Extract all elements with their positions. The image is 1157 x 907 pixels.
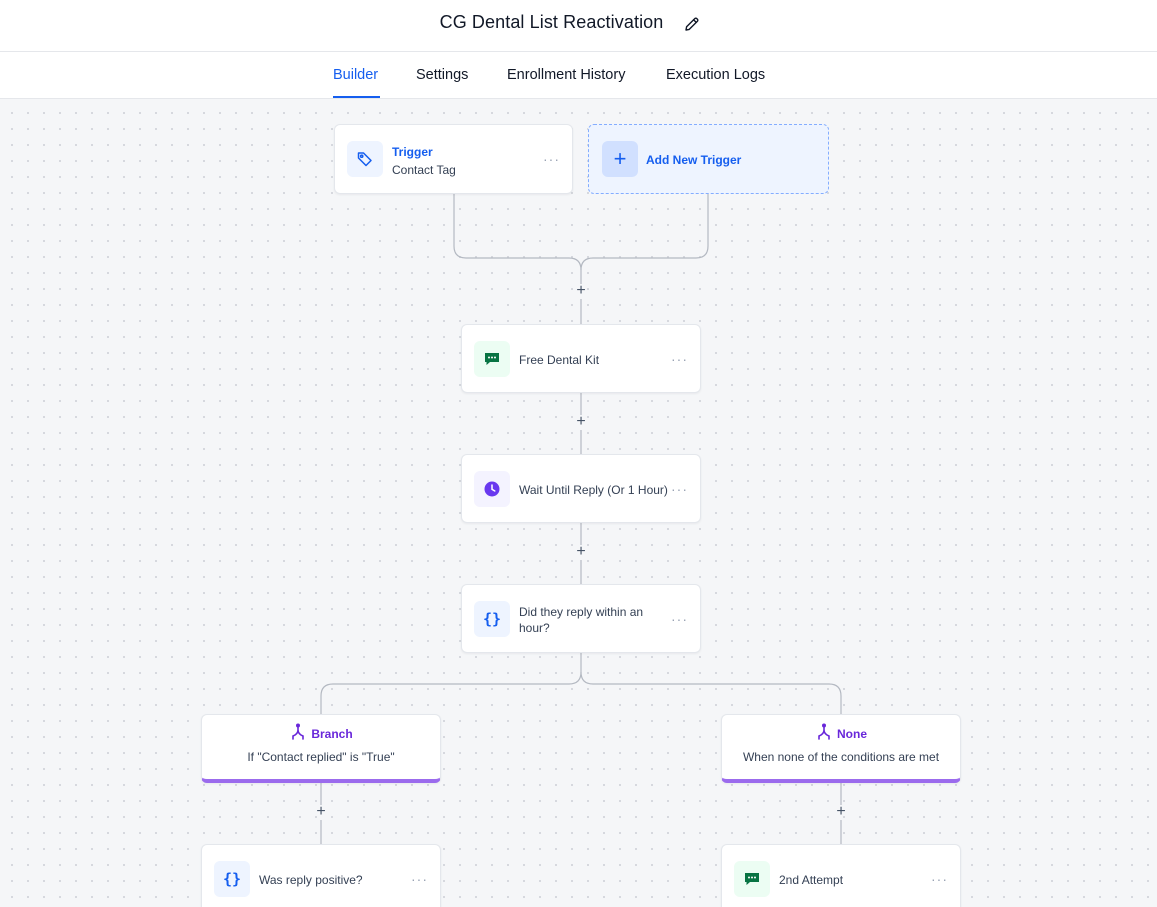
curly-braces-icon: {}: [214, 861, 250, 897]
action-node-wait-until-reply[interactable]: Wait Until Reply (Or 1 Hour) ···: [461, 454, 701, 523]
add-step-plus-button[interactable]: +: [576, 413, 586, 430]
tab-settings[interactable]: Settings: [416, 67, 469, 83]
action-label: Wait Until Reply (Or 1 Hour): [519, 483, 668, 497]
branch-fork-icon: [815, 722, 833, 746]
add-new-trigger-label: Add New Trigger: [646, 153, 742, 167]
sms-message-icon: [734, 861, 770, 897]
branch-title: Branch: [311, 727, 353, 741]
tab-bar: Builder Settings Enrollment History Exec…: [0, 52, 1157, 99]
trigger-subtitle: Contact Tag: [392, 163, 456, 177]
add-step-plus-button[interactable]: +: [836, 803, 846, 820]
branch-fork-icon: [289, 722, 307, 746]
tab-enrollment-history[interactable]: Enrollment History: [507, 67, 626, 83]
action-label: Free Dental Kit: [519, 353, 600, 367]
clock-icon: [474, 471, 510, 507]
more-options-icon[interactable]: ···: [931, 870, 948, 887]
action-node-free-dental-kit[interactable]: Free Dental Kit ···: [461, 324, 701, 393]
action-node-2nd-attempt[interactable]: 2nd Attempt ···: [721, 844, 961, 907]
action-label: Was reply positive?: [259, 873, 363, 887]
add-step-plus-button[interactable]: +: [576, 282, 586, 299]
condition-node-did-they-reply[interactable]: {} Did they reply within an hour? ···: [461, 584, 701, 653]
workflow-header: CG Dental List Reactivation: [0, 0, 1157, 52]
branch-title: None: [837, 727, 867, 741]
branch-condition: If "Contact replied" is "True": [247, 750, 395, 764]
workflow-title: CG Dental List Reactivation: [439, 12, 664, 32]
more-options-icon[interactable]: ···: [671, 350, 688, 367]
tab-execution-logs[interactable]: Execution Logs: [666, 67, 766, 83]
plus-icon: +: [602, 141, 638, 177]
trigger-title: Trigger: [392, 145, 433, 159]
add-new-trigger-button[interactable]: + Add New Trigger: [588, 124, 829, 194]
more-options-icon[interactable]: ···: [671, 480, 688, 497]
curly-braces-icon: {}: [474, 601, 510, 637]
action-label: 2nd Attempt: [779, 873, 844, 887]
branch-node-contact-replied[interactable]: Branch If "Contact replied" is "True": [201, 714, 441, 783]
action-label-line2: hour?: [519, 621, 550, 635]
branch-node-none[interactable]: None When none of the conditions are met: [721, 714, 961, 783]
active-tab-indicator: [333, 96, 380, 98]
more-options-icon[interactable]: ···: [543, 151, 560, 167]
more-options-icon[interactable]: ···: [671, 610, 688, 627]
add-step-plus-button[interactable]: +: [576, 543, 586, 560]
tag-icon: [347, 141, 383, 177]
branch-condition: When none of the conditions are met: [742, 750, 940, 764]
pencil-icon[interactable]: [683, 15, 701, 33]
more-options-icon[interactable]: ···: [411, 870, 428, 887]
trigger-node-contact-tag[interactable]: Trigger Contact Tag ···: [334, 124, 573, 194]
action-label-line1: Did they reply within an: [519, 605, 644, 619]
add-step-plus-button[interactable]: +: [316, 803, 326, 820]
condition-node-was-reply-positive[interactable]: {} Was reply positive? ···: [201, 844, 441, 907]
tab-builder[interactable]: Builder: [333, 67, 379, 83]
sms-message-icon: [474, 341, 510, 377]
